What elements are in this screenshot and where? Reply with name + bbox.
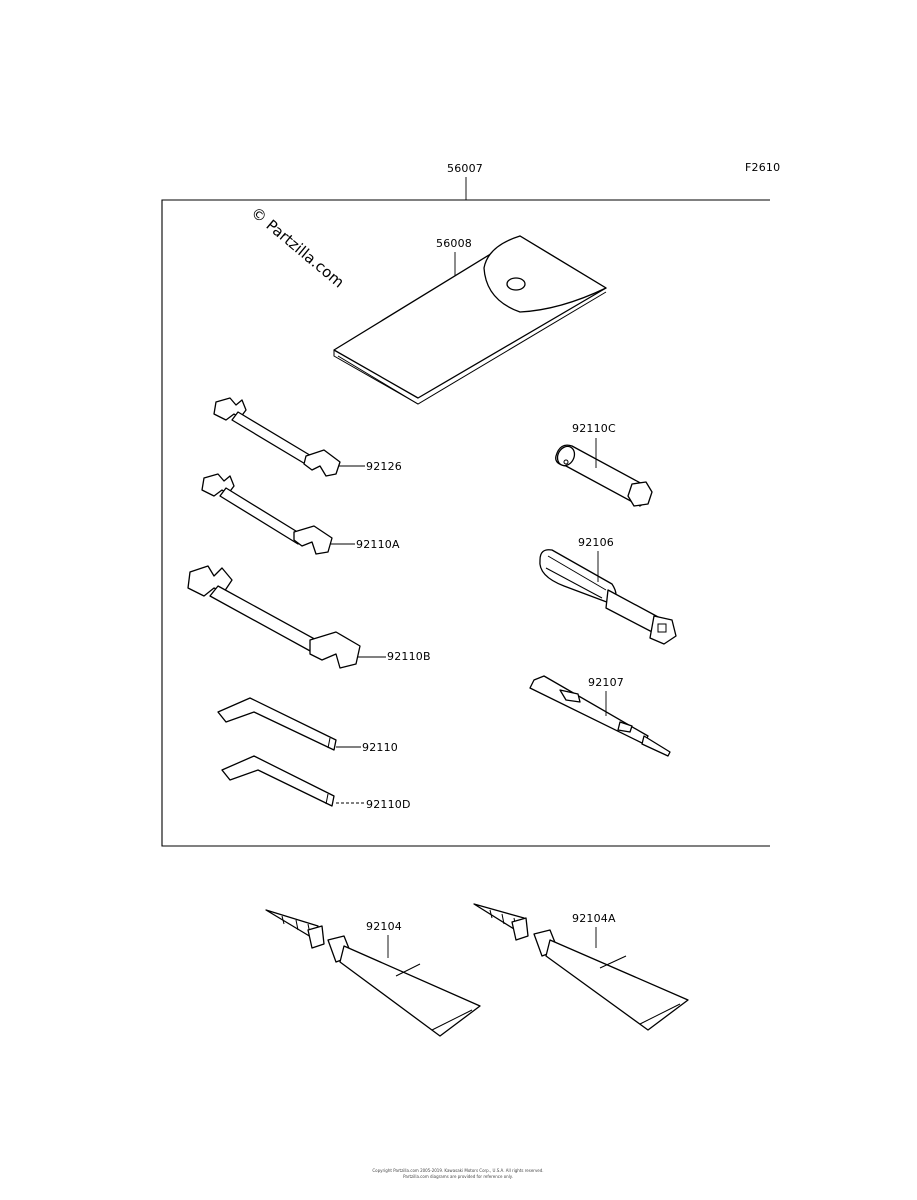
kit-frame [161, 199, 770, 847]
label-wrench-medium[interactable]: 92110A [356, 538, 400, 551]
label-screwdriver[interactable]: 92107 [588, 676, 624, 689]
label-socket-tube[interactable]: 92110C [572, 422, 616, 435]
label-wrench-small[interactable]: 92126 [366, 460, 402, 473]
pouch-illustration [333, 235, 607, 405]
label-pouch[interactable]: 56008 [436, 237, 472, 250]
watermark: © Partzilla.com [247, 203, 347, 291]
screwdriver-illustration [529, 675, 671, 757]
wrench-medium-illustration [201, 473, 333, 555]
label-grease-tube-alt[interactable]: 92104A [572, 912, 616, 925]
grease-tube-illustration [265, 909, 481, 1037]
hex-key-small-illustration [221, 755, 335, 807]
grease-tube-alt-illustration [473, 903, 689, 1031]
wrench-small-illustration [213, 397, 341, 477]
label-wrench-large[interactable]: 92110B [387, 650, 431, 663]
footer-line-1: Copyright Partzilla.com 2005-2019. Kawas… [372, 1168, 543, 1173]
label-hex-key-large[interactable]: 92110 [362, 741, 398, 754]
footer-line-2: Partzilla.com diagrams are provided for … [403, 1174, 513, 1179]
wrench-large-illustration [187, 565, 361, 669]
label-handle[interactable]: 92106 [578, 536, 614, 549]
handle-illustration [539, 549, 677, 645]
figure-code: F2610 [745, 161, 780, 174]
hex-key-large-illustration [217, 697, 337, 751]
label-kit[interactable]: 56007 [447, 162, 483, 175]
socket-tube-illustration [555, 444, 653, 507]
label-hex-key-small[interactable]: 92110D [366, 798, 411, 811]
label-grease-tube[interactable]: 92104 [366, 920, 402, 933]
